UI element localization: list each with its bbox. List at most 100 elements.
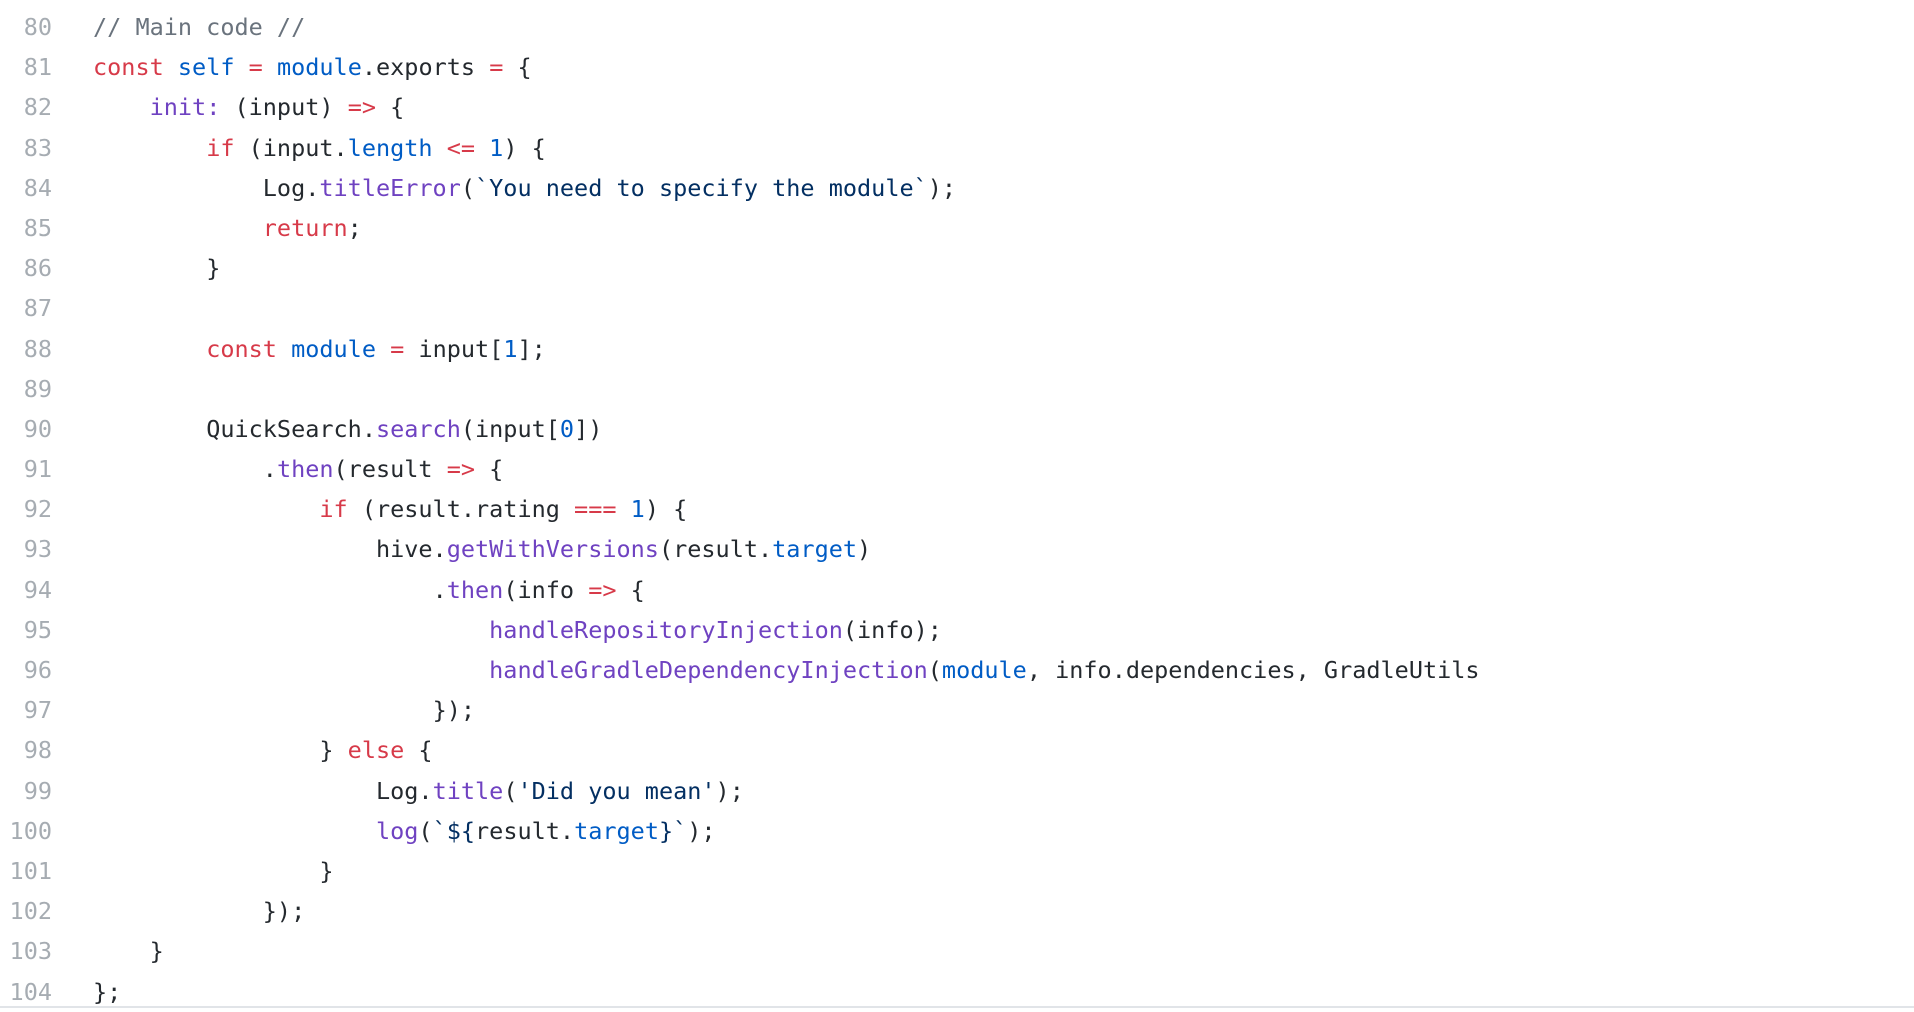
line-number[interactable]: 85 — [23, 213, 52, 242]
code-token: ( — [460, 173, 476, 202]
code-token — [93, 616, 489, 644]
line-number[interactable]: 89 — [23, 374, 52, 403]
code-text: hive.getWithVersions(result.target) — [52, 529, 1914, 569]
code-token: ) { — [503, 133, 546, 162]
code-token: handleGradleDependencyInjection — [489, 656, 928, 684]
line-number[interactable]: 82 — [23, 93, 52, 122]
code-text: } else { — [52, 730, 1914, 770]
code-token — [376, 335, 390, 363]
line-number[interactable]: 102 — [9, 897, 52, 926]
code-token: search — [375, 414, 461, 443]
code-token: ( — [503, 776, 518, 805]
line-number[interactable]: 91 — [23, 455, 52, 484]
code-token: title — [432, 776, 504, 805]
line-number[interactable]: 101 — [9, 856, 52, 885]
code-token: result. — [475, 816, 575, 845]
code-line: 89 — [0, 369, 1914, 409]
code-line: 93 hive.getWithVersions(result.target) — [0, 529, 1914, 569]
code-token: }); — [93, 897, 306, 926]
line-number[interactable]: 88 — [23, 334, 52, 363]
code-token: target — [772, 535, 858, 564]
code-token: ( — [418, 816, 433, 845]
code-line: 84 Log.titleError(`You need to specify t… — [0, 168, 1914, 208]
code-token: hive. — [93, 535, 447, 564]
code-token: => — [347, 93, 376, 122]
line-number[interactable]: 103 — [9, 937, 52, 966]
code-token: module — [291, 334, 376, 363]
bottom-divider — [0, 1006, 1914, 1008]
code-token: Log. — [93, 173, 320, 202]
code-token: ) { — [644, 495, 688, 524]
code-token: length — [347, 133, 433, 162]
code-text — [52, 288, 1914, 328]
code-text: handleGradleDependencyInjection(module, … — [52, 650, 1914, 690]
code-token: , info.dependencies, GradleUtils — [1026, 656, 1480, 684]
code-token: { — [375, 93, 405, 122]
line-number[interactable]: 98 — [23, 736, 52, 765]
code-token — [93, 93, 150, 121]
line-number[interactable]: 100 — [9, 816, 52, 845]
line-number[interactable]: 83 — [23, 133, 52, 162]
code-token: { — [616, 575, 645, 604]
line-number[interactable]: 81 — [23, 53, 52, 82]
code-text: if (result.rating === 1) { — [52, 489, 1914, 529]
code-token — [433, 134, 447, 162]
code-token: then — [446, 575, 504, 604]
code-token: getWithVersions — [446, 535, 659, 564]
line-number[interactable]: 87 — [23, 294, 52, 323]
code-token: { — [475, 455, 504, 484]
code-token: then — [276, 455, 334, 484]
line-number[interactable]: 95 — [23, 615, 52, 644]
code-token: log — [375, 816, 419, 845]
line-number[interactable]: 99 — [23, 776, 52, 805]
code-token: (input) — [220, 93, 348, 122]
code-token: } — [93, 254, 221, 283]
code-token: : — [206, 93, 221, 122]
code-text: if (input.length <= 1) { — [52, 128, 1914, 168]
code-token — [93, 656, 489, 684]
line-number[interactable]: 104 — [9, 977, 52, 1006]
line-number[interactable]: 90 — [23, 414, 52, 443]
code-token: const — [93, 53, 164, 82]
code-text: } — [52, 851, 1914, 891]
code-text: handleRepositoryInjection(info); — [52, 610, 1914, 650]
code-text: const self = module.exports = { — [52, 47, 1914, 87]
code-token: (input. — [234, 133, 348, 162]
code-token: => — [588, 575, 617, 604]
code-text: // Main code // — [52, 7, 1914, 47]
code-text: init: (input) => { — [52, 87, 1914, 127]
code-token: if — [319, 495, 348, 524]
code-token: 'Did you mean' — [517, 776, 716, 805]
line-number[interactable]: 86 — [23, 254, 52, 283]
code-token: if — [206, 133, 235, 162]
code-line: 85 return; — [0, 208, 1914, 248]
line-number[interactable]: 94 — [23, 575, 52, 604]
line-number[interactable]: 80 — [23, 13, 52, 41]
line-number[interactable]: 97 — [23, 696, 52, 725]
code-text: }); — [52, 891, 1914, 931]
code-line: 80// Main code // — [0, 7, 1914, 47]
code-token: = — [489, 53, 504, 82]
code-text: }); — [52, 690, 1914, 730]
code-token — [475, 134, 489, 162]
code-text: } — [52, 931, 1914, 971]
code-token: self — [177, 53, 235, 82]
code-text: log(`${result.target}`); — [52, 811, 1914, 851]
line-number[interactable]: 92 — [23, 495, 52, 524]
code-token — [93, 817, 376, 845]
code-token: ; — [347, 213, 362, 242]
code-token: ); — [687, 816, 716, 845]
code-text: }; — [52, 972, 1914, 1012]
code-token: init — [149, 93, 207, 122]
code-token: 1 — [630, 495, 645, 524]
code-token: === — [574, 495, 617, 524]
line-number[interactable]: 93 — [23, 535, 52, 564]
code-token: module — [276, 53, 362, 82]
line-number[interactable]: 84 — [23, 173, 52, 202]
code-token: else — [347, 736, 405, 765]
line-number[interactable]: 96 — [23, 656, 52, 684]
code-token: }; — [93, 977, 122, 1006]
code-token — [93, 495, 319, 523]
code-token: }); — [93, 696, 476, 725]
